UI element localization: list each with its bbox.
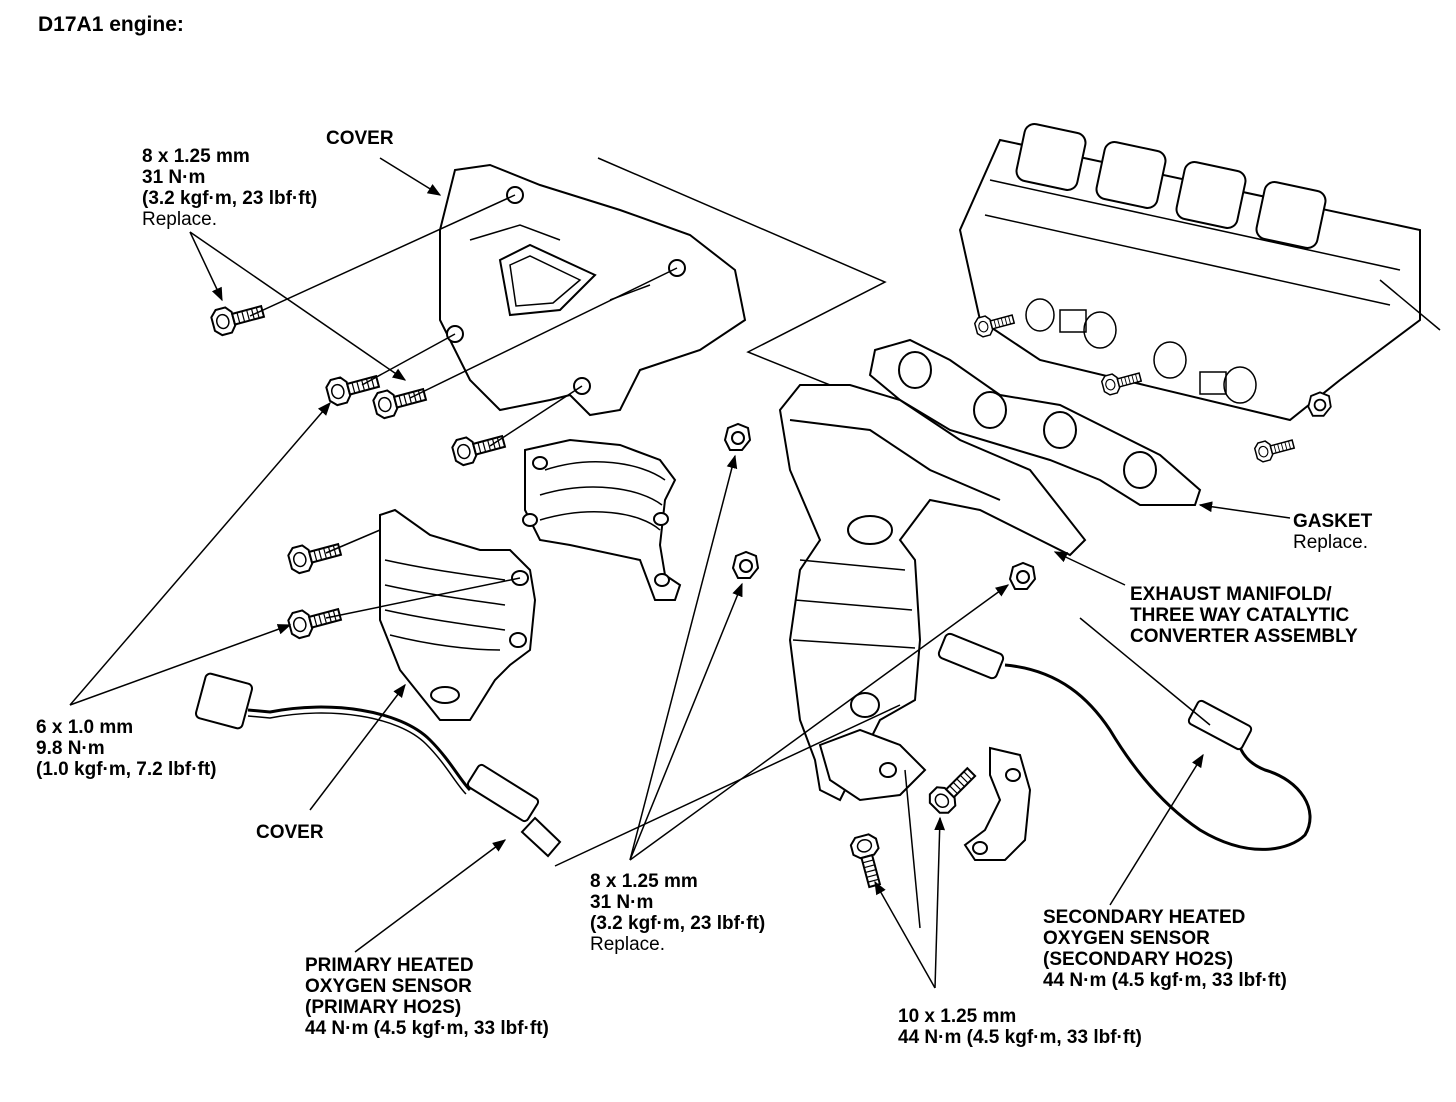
upper-cover xyxy=(439,163,747,417)
secondary-ho2s xyxy=(937,632,1312,851)
primary-ho2s-label: PRIMARY HEATED OXYGEN SENSOR (PRIMARY HO… xyxy=(305,955,549,1039)
leader-lines xyxy=(69,157,1291,989)
primary-ho2s-line3: (PRIMARY HO2S) xyxy=(305,997,462,1018)
bolt-10mm-torque: 44 N·m (4.5 kgf·m, 33 lbf·ft) xyxy=(898,1027,1142,1048)
secondary-ho2s-label: SECONDARY HEATED OXYGEN SENSOR (SECONDAR… xyxy=(1043,907,1287,991)
manifold-line3: CONVERTER ASSEMBLY xyxy=(1130,626,1358,647)
manifold-line1: EXHAUST MANIFOLD/ xyxy=(1130,584,1332,605)
secondary-ho2s-line2: OXYGEN SENSOR xyxy=(1043,928,1210,949)
primary-ho2s xyxy=(194,672,562,858)
manifold-assembly-label: EXHAUST MANIFOLD/ THREE WAY CATALYTIC CO… xyxy=(1130,584,1358,647)
primary-ho2s-torque: 44 N·m (4.5 kgf·m, 33 lbf·ft) xyxy=(305,1018,549,1039)
cover-bolt-torque: 31 N·m xyxy=(142,167,206,188)
cover-bottom-label: COVER xyxy=(256,822,324,843)
gasket-name: GASKET xyxy=(1293,511,1373,532)
cover-bolt-alt: (3.2 kgf·m, 23 lbf·ft) xyxy=(142,188,318,209)
heat-shield xyxy=(522,438,682,601)
primary-ho2s-line1: PRIMARY HEATED xyxy=(305,955,474,976)
lower-cover xyxy=(379,508,537,721)
cover-bolt-spec: 8 x 1.25 mm 31 N·m (3.2 kgf·m, 23 lbf·ft… xyxy=(142,146,317,230)
manifold-line2: THREE WAY CATALYTIC xyxy=(1130,605,1350,626)
manifold-nut-torque: 31 N·m xyxy=(590,892,654,913)
primary-ho2s-line2: OXYGEN SENSOR xyxy=(305,976,472,997)
bolt-10mm-spec: 10 x 1.25 mm 44 N·m (4.5 kgf·m, 33 lbf·f… xyxy=(898,1006,1142,1048)
manifold-nut-note: Replace. xyxy=(590,934,665,955)
cylinder-head xyxy=(958,123,1441,422)
secondary-ho2s-torque: 44 N·m (4.5 kgf·m, 33 lbf·ft) xyxy=(1043,970,1287,991)
cover-top-label: COVER xyxy=(326,128,394,149)
bolt-6mm-spec: 6 x 1.0 mm 9.8 N·m (1.0 kgf·m, 7.2 lbf·f… xyxy=(36,717,217,780)
cover-bolt-size: 8 x 1.25 mm xyxy=(142,146,250,167)
secondary-ho2s-line3: (SECONDARY HO2S) xyxy=(1043,949,1234,970)
gasket-label: GASKET Replace. xyxy=(1293,511,1372,553)
bolt-6mm-alt: (1.0 kgf·m, 7.2 lbf·ft) xyxy=(36,759,217,780)
bolt-6mm-torque: 9.8 N·m xyxy=(36,738,105,759)
gasket xyxy=(868,338,1202,506)
manifold-nut-alt: (3.2 kgf·m, 23 lbf·ft) xyxy=(590,913,766,934)
secondary-ho2s-line1: SECONDARY HEATED xyxy=(1043,907,1246,928)
bolt-6mm-size: 6 x 1.0 mm xyxy=(36,717,134,738)
manifold-nut-size: 8 x 1.25 mm xyxy=(590,871,698,892)
bolt-10mm-size: 10 x 1.25 mm xyxy=(898,1006,1017,1027)
cover-bolt-note: Replace. xyxy=(142,209,217,230)
page-title: D17A1 engine: xyxy=(38,13,184,36)
gasket-note: Replace. xyxy=(1293,532,1368,553)
manifold-nut-spec: 8 x 1.25 mm 31 N·m (3.2 kgf·m, 23 lbf·ft… xyxy=(590,871,765,955)
bracket xyxy=(963,746,1032,861)
